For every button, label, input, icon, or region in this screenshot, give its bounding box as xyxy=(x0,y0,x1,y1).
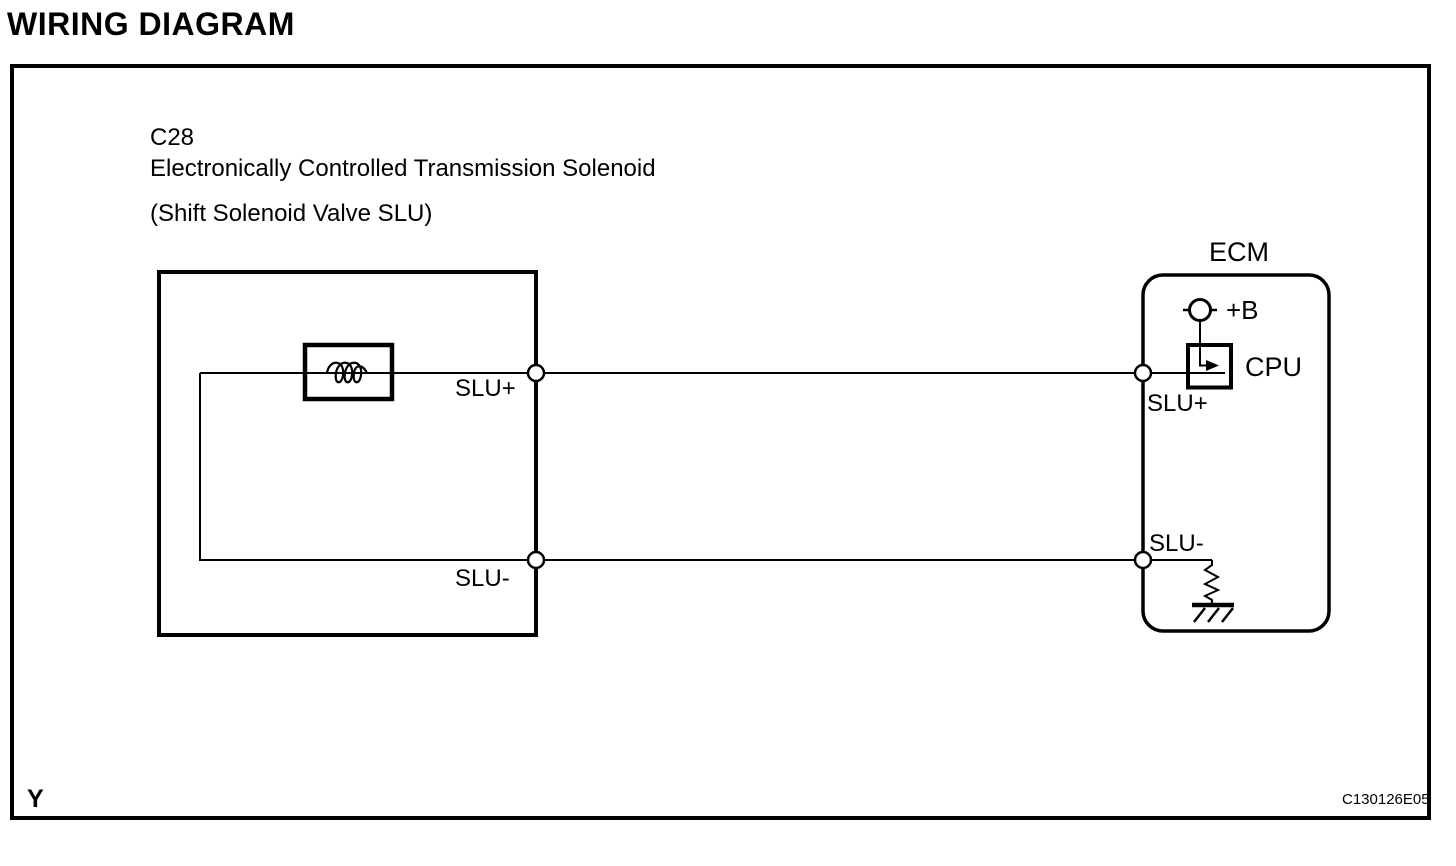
solenoid-component-box xyxy=(157,270,538,637)
ecm-title: ECM xyxy=(1209,237,1269,267)
page-title: WIRING DIAGRAM xyxy=(7,6,295,42)
terminal-slu-minus-solenoid xyxy=(526,550,546,570)
cpu-label: CPU xyxy=(1245,352,1303,382)
ground-hatch-icon xyxy=(1193,607,1234,623)
plus-b-label: +B xyxy=(1226,295,1259,325)
resistor-icon xyxy=(1202,560,1221,604)
connector-variant: (Shift Solenoid Valve SLU) xyxy=(150,200,433,227)
connector-heading: C28 Electronically Controlled Transmissi… xyxy=(150,122,656,184)
diagram-border xyxy=(10,64,1431,820)
terminal-slu-plus-solenoid xyxy=(526,363,546,383)
pin-label-slu-minus-ecm: SLU- xyxy=(1149,530,1204,557)
coil-winding-icon xyxy=(325,361,369,384)
pin-label-slu-plus-ecm: SLU+ xyxy=(1147,390,1208,417)
pin-label-slu-plus-solenoid: SLU+ xyxy=(455,375,516,402)
connector-id: C28 xyxy=(150,124,195,151)
plus-b-to-cpu-wire xyxy=(1199,320,1207,367)
ecm-box xyxy=(1141,273,1331,633)
terminal-slu-plus-ecm xyxy=(1133,363,1153,383)
cpu-box xyxy=(1186,343,1233,390)
wire-slu-minus xyxy=(199,373,1212,561)
footer-page-letter: Y xyxy=(27,785,44,813)
terminal-slu-minus-ecm xyxy=(1133,550,1153,570)
plus-b-terminal-icon xyxy=(1188,298,1212,322)
connector-name: Electronically Controlled Transmission S… xyxy=(150,155,656,182)
pin-label-slu-minus-solenoid: SLU- xyxy=(455,565,510,592)
coil-box xyxy=(302,342,395,402)
cpu-input-arrow-icon xyxy=(1206,360,1219,371)
figure-code: C130126E05 xyxy=(1342,791,1430,808)
